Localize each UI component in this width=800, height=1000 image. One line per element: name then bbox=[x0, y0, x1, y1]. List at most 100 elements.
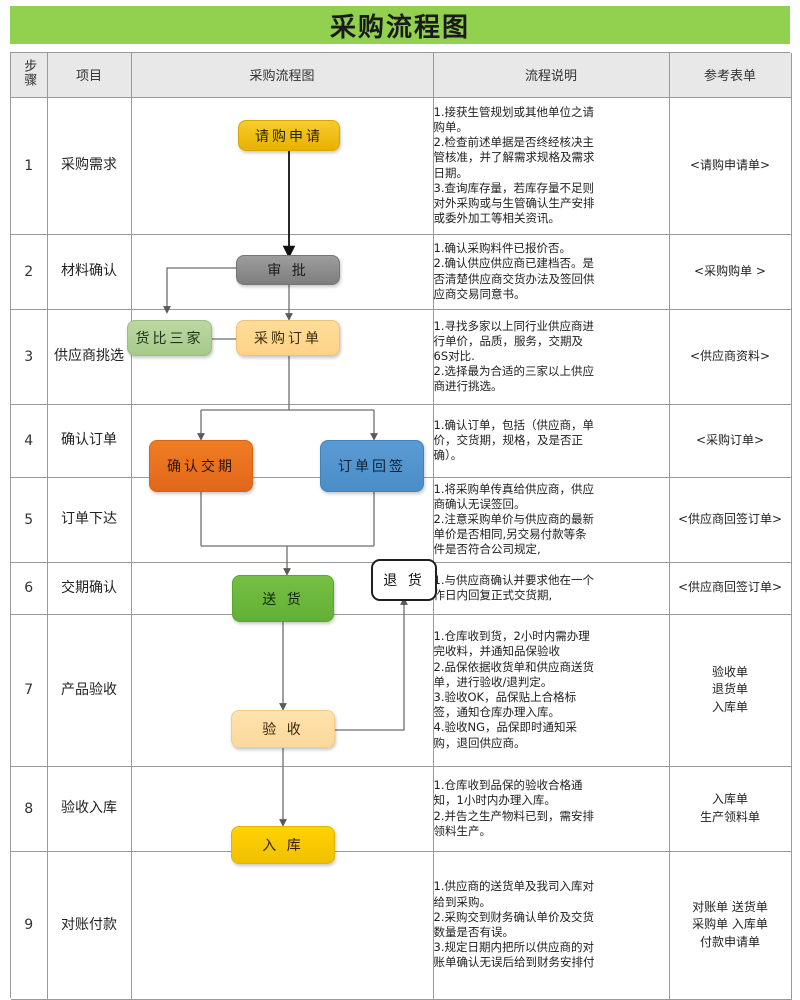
reference-form-line: <供应商回签订单> bbox=[677, 580, 783, 595]
description-line: 1.与供应商确认并要求他在一个 bbox=[433, 572, 594, 587]
step-item-cell: 对账付款 bbox=[47, 851, 132, 1000]
reference-form-cell: <请购申请单> bbox=[669, 97, 792, 235]
description-line: 件是否符合公司规定, bbox=[433, 542, 541, 557]
step-number-cell: 7 bbox=[11, 614, 48, 767]
reference-form-line: 退货单 bbox=[711, 682, 748, 697]
step-item-cell: 交期确认 bbox=[47, 562, 132, 615]
description-line: 3.规定日期内把所以供应商的对 bbox=[433, 940, 594, 955]
description-line: 单，进行验收/退判定。 bbox=[433, 674, 553, 689]
step-number-cell: 9 bbox=[11, 851, 48, 1000]
description-line: 管核准，并了解需求规格及需求 bbox=[433, 150, 595, 165]
description-line: 应商交易同意书。 bbox=[433, 286, 526, 301]
process-description-cell: 1.接获生管规划或其他单位之请购单。2.检查前述单据是否终经核决主管核准，并了解… bbox=[433, 97, 670, 235]
step-item-cell: 订单下达 bbox=[47, 477, 132, 563]
step-item-cell: 验收入库 bbox=[47, 766, 132, 852]
description-line: 3.验收OK，品保贴上合格标 bbox=[433, 690, 577, 704]
flowchart-cell bbox=[131, 309, 434, 405]
description-line: 购，退回供应商。 bbox=[433, 735, 526, 750]
header-row: 步骤 项目 采购流程图 流程说明 参考表单 bbox=[11, 53, 792, 98]
description-line: 购单。 bbox=[433, 119, 469, 134]
reference-form-cell: <供应商回签订单> bbox=[669, 477, 792, 563]
description-line: 2.并告之生产物料已到，需安排 bbox=[433, 808, 594, 823]
description-line: 1.仓库收到品保的验收合格通 bbox=[433, 778, 583, 793]
description-line: 1.确认采购料件已报价否。 bbox=[433, 241, 571, 256]
description-line: 否清楚供应商交货办法及签回供 bbox=[433, 271, 595, 286]
description-line: 行单价，品质，服务，交期及 bbox=[433, 333, 584, 348]
description-line: 2.注意采购单价与供应商的最新 bbox=[433, 511, 594, 526]
process-description-cell: 1.确认采购料件已报价否。2.确认供应供应商已建档否。是否清楚供应商交货办法及签… bbox=[433, 234, 670, 310]
process-description-cell: 1.将采购单传真给供应商，供应商确认无误签回。2.注意采购单价与供应商的最新单价… bbox=[433, 477, 670, 563]
reference-form-line: <请购申请单> bbox=[689, 157, 771, 172]
description-line: 1.确认订单，包括（供应商，单 bbox=[433, 417, 594, 432]
description-line: 商进行挑选。 bbox=[433, 379, 503, 394]
reference-form-line: <供应商资料> bbox=[689, 348, 771, 363]
description-line: 确）。 bbox=[433, 448, 463, 463]
description-line: 知，1小时内办理入库。 bbox=[433, 793, 556, 808]
step-item-cell: 采购需求 bbox=[47, 97, 132, 235]
header-flow: 采购流程图 bbox=[131, 53, 434, 98]
process-description-cell: 1.仓库收到品保的验收合格通知，1小时内办理入库。2.并告之生产物料已到，需安排… bbox=[433, 766, 670, 852]
step-number-cell: 5 bbox=[11, 477, 48, 563]
reference-form-cell: <供应商回签订单> bbox=[669, 562, 792, 615]
reference-form-cell: 入库单生产领料单 bbox=[669, 766, 792, 852]
description-line: 2.确认供应供应商已建档否。是 bbox=[433, 256, 594, 271]
reference-form-cell: <供应商资料> bbox=[669, 309, 792, 405]
reference-form-line: 生产领料单 bbox=[699, 809, 760, 824]
flowchart-cell bbox=[131, 562, 434, 615]
description-line: 对外采购或与生管确认生产安排 bbox=[433, 195, 595, 210]
reference-form-line: 入库单 bbox=[711, 792, 748, 807]
description-line: 给到采购。 bbox=[433, 894, 492, 909]
step-number-cell: 6 bbox=[11, 562, 48, 615]
step-number-cell: 3 bbox=[11, 309, 48, 405]
flowchart-cell bbox=[131, 404, 434, 478]
process-description-cell: 1.确认订单，包括（供应商，单价，交货期，规格，及是否正确）。 bbox=[433, 404, 670, 478]
description-line: 或委外加工等相关资讯。 bbox=[433, 211, 561, 226]
description-line: 日期。 bbox=[433, 165, 469, 180]
description-line: 2.检查前述单据是否终经核决主 bbox=[433, 135, 594, 150]
description-line: 数量是否有误。 bbox=[433, 925, 515, 939]
description-line: 商确认无误签回。 bbox=[433, 496, 526, 511]
step-number-cell: 2 bbox=[11, 234, 48, 310]
step-item-cell: 供应商挑选 bbox=[47, 309, 132, 405]
description-line: 价，交货期，规格，及是否正 bbox=[433, 432, 584, 447]
description-line: 签，通知仓库办理入库。 bbox=[433, 705, 561, 720]
header-step: 步骤 bbox=[11, 53, 48, 98]
description-line: 2.采购交到财务确认单价及交货 bbox=[433, 909, 594, 924]
header-item: 项目 bbox=[47, 53, 132, 98]
flowchart-cell bbox=[131, 477, 434, 563]
reference-form-line: 验收单 bbox=[711, 664, 748, 679]
reference-form-cell: <采购购单 > bbox=[669, 234, 792, 310]
reference-form-line: 付款申请单 bbox=[699, 934, 760, 949]
description-line: 2.选择最为合适的三家以上供应 bbox=[433, 364, 594, 379]
description-line: 账单确认无误后给到财务安排付 bbox=[433, 955, 595, 970]
flowchart-cell bbox=[131, 851, 434, 1000]
reference-form-cell: <采购订单> bbox=[669, 404, 792, 478]
table-header: 步骤 项目 采购流程图 流程说明 参考表单 bbox=[11, 53, 792, 98]
description-line: 6S对比. bbox=[433, 348, 475, 363]
step-number-cell: 4 bbox=[11, 404, 48, 478]
description-line: 1.将采购单传真给供应商，供应 bbox=[433, 481, 594, 496]
reference-form-cell: 验收单退货单入库单 bbox=[669, 614, 792, 767]
flowchart-cell bbox=[131, 766, 434, 852]
reference-form-line: 对账单 送货单 bbox=[692, 899, 768, 914]
description-line: 1.仓库收到货，2小时内需办理 bbox=[433, 629, 590, 644]
flowchart-cell bbox=[131, 614, 434, 767]
header-step-label: 步骤 bbox=[21, 58, 37, 87]
description-line: 4.验收NG，品保即时通知采 bbox=[433, 720, 578, 735]
process-description-cell: 1.供应商的送货单及我司入库对给到采购。2.采购交到财务确认单价及交货数量是否有… bbox=[433, 851, 670, 1000]
description-line: 1.接获生管规划或其他单位之请 bbox=[433, 104, 594, 119]
reference-form-line: <采购订单> bbox=[695, 432, 765, 447]
description-line: 2.品保依据收货单和供应商送货 bbox=[433, 659, 594, 674]
step-item-cell: 确认订单 bbox=[47, 404, 132, 478]
step-item-cell: 材料确认 bbox=[47, 234, 132, 310]
